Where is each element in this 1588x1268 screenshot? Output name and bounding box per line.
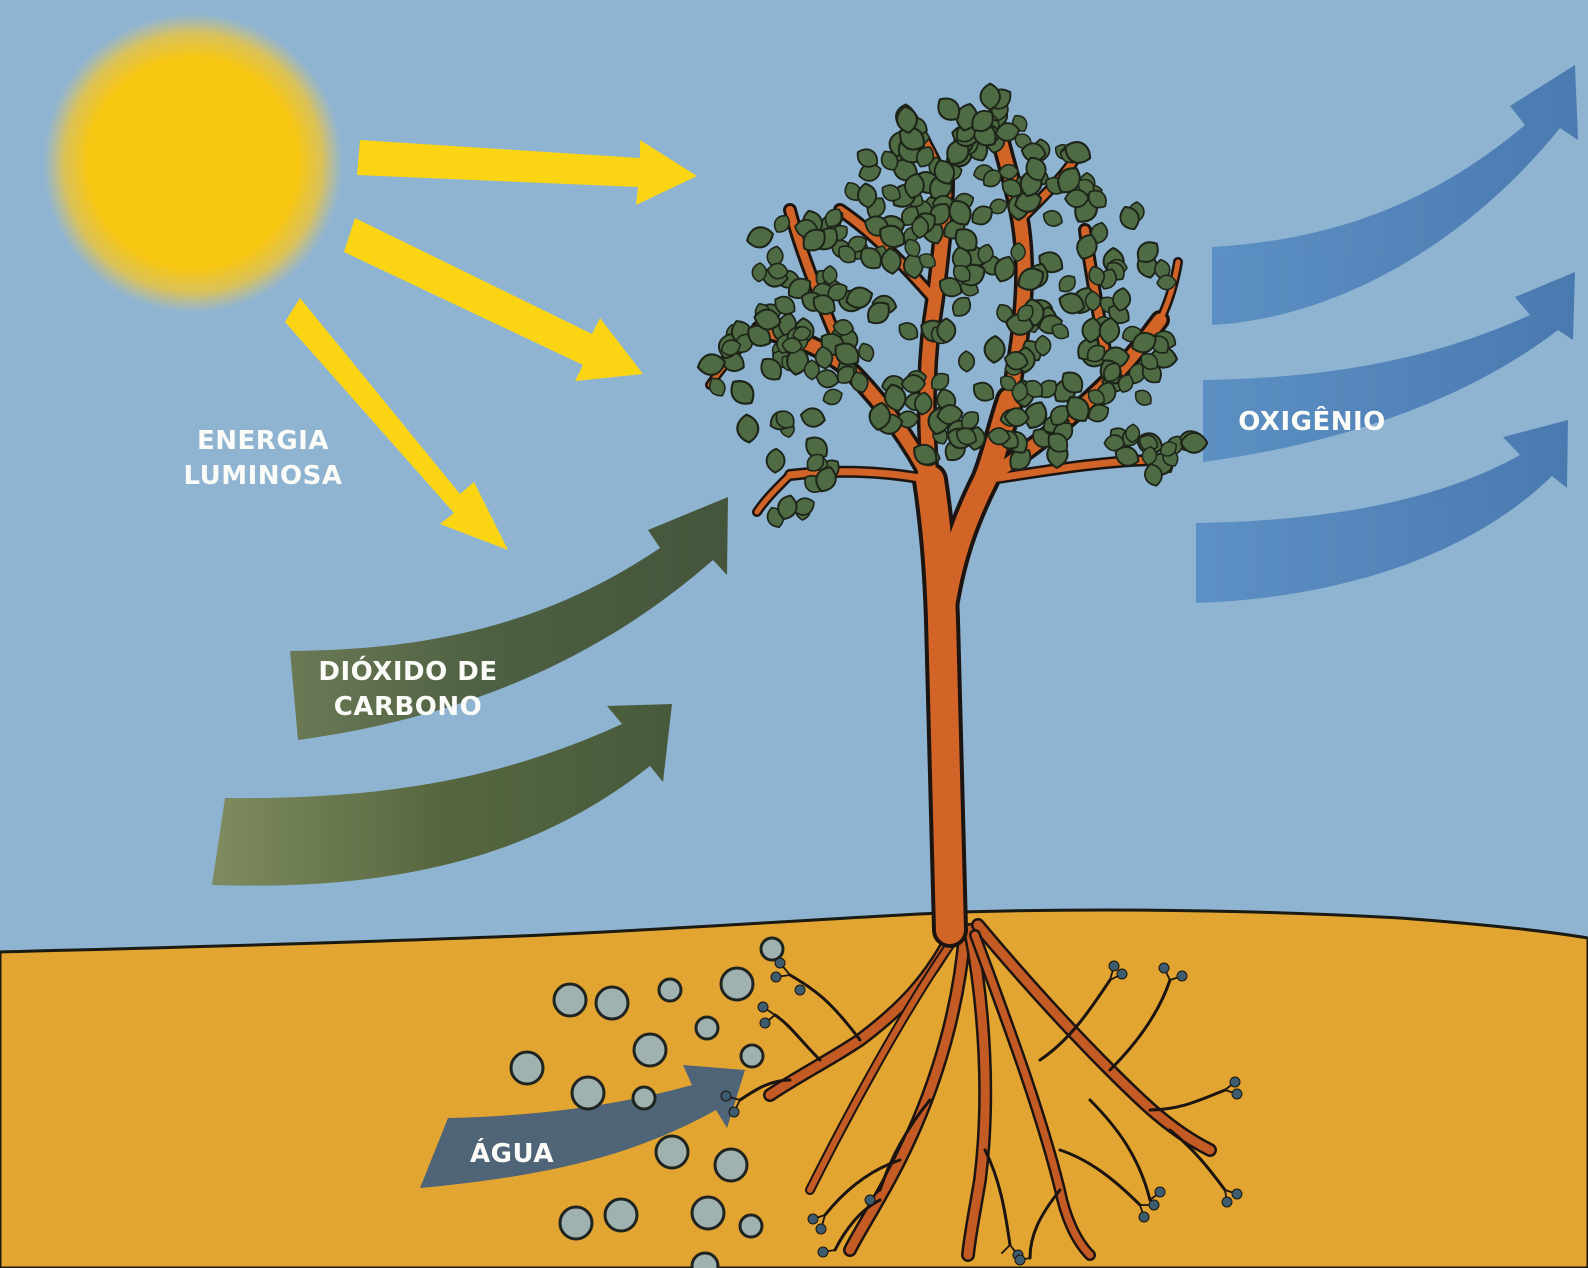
water-drop	[560, 1207, 592, 1239]
water-drop	[740, 1215, 762, 1237]
water-drop	[596, 987, 628, 1019]
co2-label-line2: CARBONO	[334, 692, 483, 722]
oxygen-label: OXIGÊNIO	[1238, 405, 1386, 437]
water-drop	[572, 1077, 604, 1109]
water-drop	[741, 1045, 763, 1067]
water-drop	[511, 1052, 543, 1084]
water-drop	[761, 938, 783, 960]
water-drop	[696, 1017, 718, 1039]
water-drop	[605, 1199, 637, 1231]
leaf-icon	[937, 319, 955, 343]
water-drop	[715, 1149, 747, 1181]
water-drop	[721, 968, 753, 1000]
water-drop	[659, 979, 681, 1001]
leaf-icon	[1181, 433, 1207, 453]
water-drop	[633, 1087, 655, 1109]
co2-label-line1: DIÓXIDO DE	[318, 655, 497, 687]
soil-ground	[0, 910, 1588, 1268]
leaf-icon	[902, 375, 926, 393]
water-drop	[554, 984, 586, 1016]
water-label: ÁGUA	[470, 1137, 554, 1169]
light-energy-label-line2: LUMINOSA	[183, 461, 342, 491]
water-drop	[656, 1136, 688, 1168]
water-drop	[634, 1034, 666, 1066]
leaf-icon	[981, 84, 1000, 110]
water-drop	[692, 1253, 718, 1268]
water-drop	[692, 1197, 724, 1229]
sun-icon	[43, 13, 343, 313]
light-energy-label-line1: ENERGIA	[197, 426, 329, 456]
